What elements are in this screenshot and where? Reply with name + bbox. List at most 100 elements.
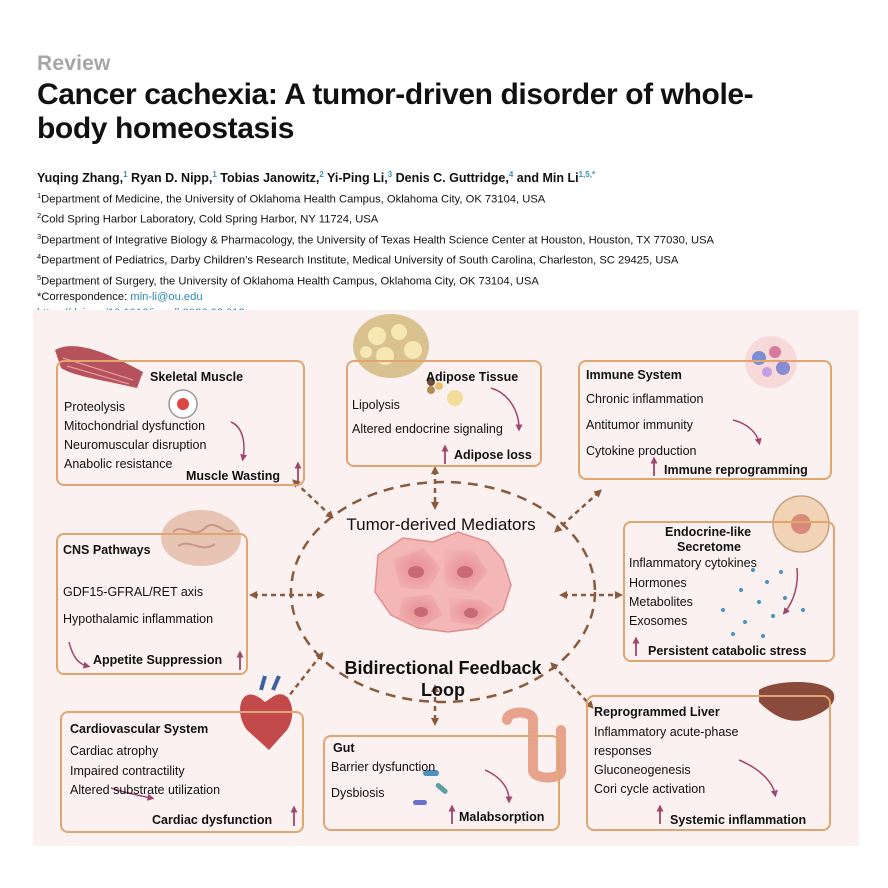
author-name[interactable]: Ryan D. Nipp, — [131, 171, 213, 186]
skeletal-muscle-item: Mitochondrial dysfunction — [64, 419, 206, 433]
affiliation-item: 1Department of Medicine, the University … — [37, 188, 714, 208]
cardiovascular-system-item: Impaired contractility — [70, 764, 185, 778]
affiliation-number: 4 — [37, 252, 42, 262]
arrow-immune — [554, 489, 602, 533]
reprogrammed-liver-box: Reprogrammed Liver Inflammatory acute-ph… — [586, 695, 831, 831]
liver-curved-arrow — [738, 759, 778, 798]
author-name[interactable]: and Min Li — [516, 171, 579, 186]
arrow-skeletal — [292, 479, 334, 519]
cardiovascular-system-item: Cardiac atrophy — [70, 744, 159, 758]
affiliation-text: Cold Spring Harbor Laboratory, Cold Spri… — [41, 214, 379, 227]
reprogrammed-liver-outcome: Systemic inflammation — [670, 813, 807, 827]
liver-icon — [759, 682, 835, 721]
correspondence-line: *Correspondence: min-li@ou.edu — [37, 290, 714, 306]
endocrine-secretome-title-line2: Secretome — [677, 540, 741, 554]
affiliation-item: 4Department of Pediatrics, Darby Childre… — [37, 249, 714, 269]
gut-item: Barrier dysfunction — [331, 760, 436, 774]
endocrine-curved-arrow — [782, 567, 799, 615]
affiliation-item: 3Department of Integrative Biology & Pha… — [37, 229, 714, 249]
muscle-curved-arrow — [230, 421, 248, 462]
immune-system-item: Antitumor immunity — [586, 418, 693, 432]
lipid-droplets-icon — [427, 378, 463, 406]
author-affil-sup[interactable]: 2 — [319, 170, 324, 179]
reprogrammed-liver-item: responses — [594, 744, 652, 758]
arrow-cardio — [278, 651, 324, 710]
gut-curved-arrow — [484, 769, 513, 804]
tumor-mediators-label: Tumor-derived Mediators — [346, 515, 536, 534]
figure-graphics — [55, 314, 835, 826]
author-affil-sup[interactable]: 3 — [387, 170, 393, 179]
author-name[interactable]: Yuqing Zhang, — [37, 171, 124, 186]
reprogrammed-liver-item: Gluconeogenesis — [594, 763, 691, 777]
fat-tissue-icon — [353, 314, 429, 378]
secretome-cell-icon — [772, 495, 830, 553]
endocrine-secretome-item: Inflammatory cytokines — [629, 556, 757, 570]
endocrine-secretome-box: Endocrine-like Secretome Inflammatory cy… — [623, 521, 835, 662]
author-list: Yuqing Zhang,1 Ryan D. Nipp,1 Tobias Jan… — [37, 170, 595, 185]
gut-outcome: Malabsorption — [459, 810, 545, 824]
heart-icon — [240, 675, 293, 750]
skeletal-muscle-item: Neuromuscular disruption — [64, 438, 207, 452]
author-affil-sup[interactable]: 4 — [508, 170, 514, 179]
skeletal-muscle-box: Skeletal Muscle Proteolysis Mitochondria… — [56, 360, 305, 486]
author-name[interactable]: Yi-Ping Li, — [327, 171, 388, 186]
endocrine-secretome-item: Hormones — [629, 576, 687, 590]
arrow-liver — [550, 662, 594, 709]
affiliation-number: 1 — [37, 191, 42, 200]
immune-system-title: Immune System — [586, 368, 682, 382]
affiliation-number: 3 — [37, 231, 42, 241]
correspondence-email-link[interactable]: min-li@ou.edu — [130, 291, 203, 304]
endocrine-secretome-item: Exosomes — [629, 614, 688, 628]
affiliation-item: 2Cold Spring Harbor Laboratory, Cold Spr… — [37, 208, 714, 228]
secreted-dots-icon — [721, 568, 805, 638]
affiliation-item: 5Department of Surgery, the University o… — [37, 270, 714, 290]
cardio-curved-arrow — [110, 787, 155, 801]
skeletal-muscle-title: Skeletal Muscle — [150, 370, 244, 384]
author-name[interactable]: Denis C. Guttridge, — [395, 171, 509, 186]
affiliation-list: 1Department of Medicine, the University … — [37, 188, 714, 322]
endocrine-secretome-item: Metabolites — [629, 595, 693, 609]
affiliation-text: Department of Pediatrics, Darby Children… — [41, 255, 679, 268]
affiliation-number: 5 — [37, 272, 42, 282]
affiliation-text: Department of Surgery, the University of… — [41, 275, 539, 288]
endocrine-secretome-outcome: Persistent catabolic stress — [648, 644, 807, 658]
skeletal-muscle-outcome: Muscle Wasting — [186, 469, 280, 483]
gut-item: Dysbiosis — [331, 786, 385, 800]
graphical-abstract-figure: Tumor-derived Mediators Bidirectional Fe… — [33, 310, 859, 846]
cns-pathways-item: Hypothalamic inflammation — [63, 612, 214, 626]
immune-curved-arrow — [732, 419, 762, 446]
correspondence-label: *Correspondence: — [37, 291, 131, 304]
cns-pathways-title: CNS Pathways — [63, 543, 151, 557]
author-affil-sup[interactable]: 1 — [123, 170, 128, 179]
article-title: Cancer cachexia: A tumor-driven disorder… — [37, 78, 754, 145]
gut-box: Gut Barrier dysfunction Dysbiosis Malabs… — [323, 735, 560, 831]
cardiovascular-system-item: Altered substrate utilization — [70, 783, 221, 797]
gut-title: Gut — [333, 741, 355, 755]
adipose-curved-arrow — [490, 387, 523, 432]
feedback-loop-label-line1: Bidirectional Feedback — [344, 658, 542, 678]
cardiovascular-system-box: Cardiovascular System Cardiac atrophy Im… — [60, 711, 304, 833]
cns-pathways-box: CNS Pathways GDF15-GFRAL/RET axis Hypoth… — [56, 533, 248, 675]
reprogrammed-liver-item: Inflammatory acute-phase — [594, 725, 739, 739]
cns-pathways-item: GDF15-GFRAL/RET axis — [63, 585, 204, 599]
feedback-loop-label-line2: Loop — [421, 680, 465, 700]
cns-pathways-outcome: Appetite Suppression — [93, 653, 223, 667]
tumor-cluster-icon — [374, 531, 512, 633]
adipose-tissue-box: Adipose Tissue Lipolysis Altered endocri… — [346, 360, 542, 467]
bacteria-icon — [413, 770, 448, 805]
affiliation-text: Department of Integrative Biology & Phar… — [41, 234, 715, 247]
author-affil-sup[interactable]: 1,5,* — [578, 170, 596, 179]
reprogrammed-liver-title: Reprogrammed Liver — [594, 705, 720, 719]
article-type-label: Review — [37, 52, 111, 75]
reprogrammed-liver-item: Cori cycle activation — [594, 782, 706, 796]
immune-system-outcome: Immune reprogramming — [664, 463, 808, 477]
cardiovascular-system-outcome: Cardiac dysfunction — [152, 813, 273, 827]
skeletal-muscle-item: Anabolic resistance — [64, 457, 173, 471]
author-name[interactable]: Tobias Janowitz, — [220, 171, 320, 186]
cardiovascular-system-title: Cardiovascular System — [70, 722, 209, 736]
cns-curved-arrow — [68, 641, 91, 669]
affiliation-text: Department of Medicine, the University o… — [41, 193, 546, 206]
endocrine-secretome-title-line1: Endocrine-like — [665, 525, 752, 539]
author-affil-sup[interactable]: 1 — [212, 170, 217, 179]
brain-icon — [161, 510, 241, 566]
